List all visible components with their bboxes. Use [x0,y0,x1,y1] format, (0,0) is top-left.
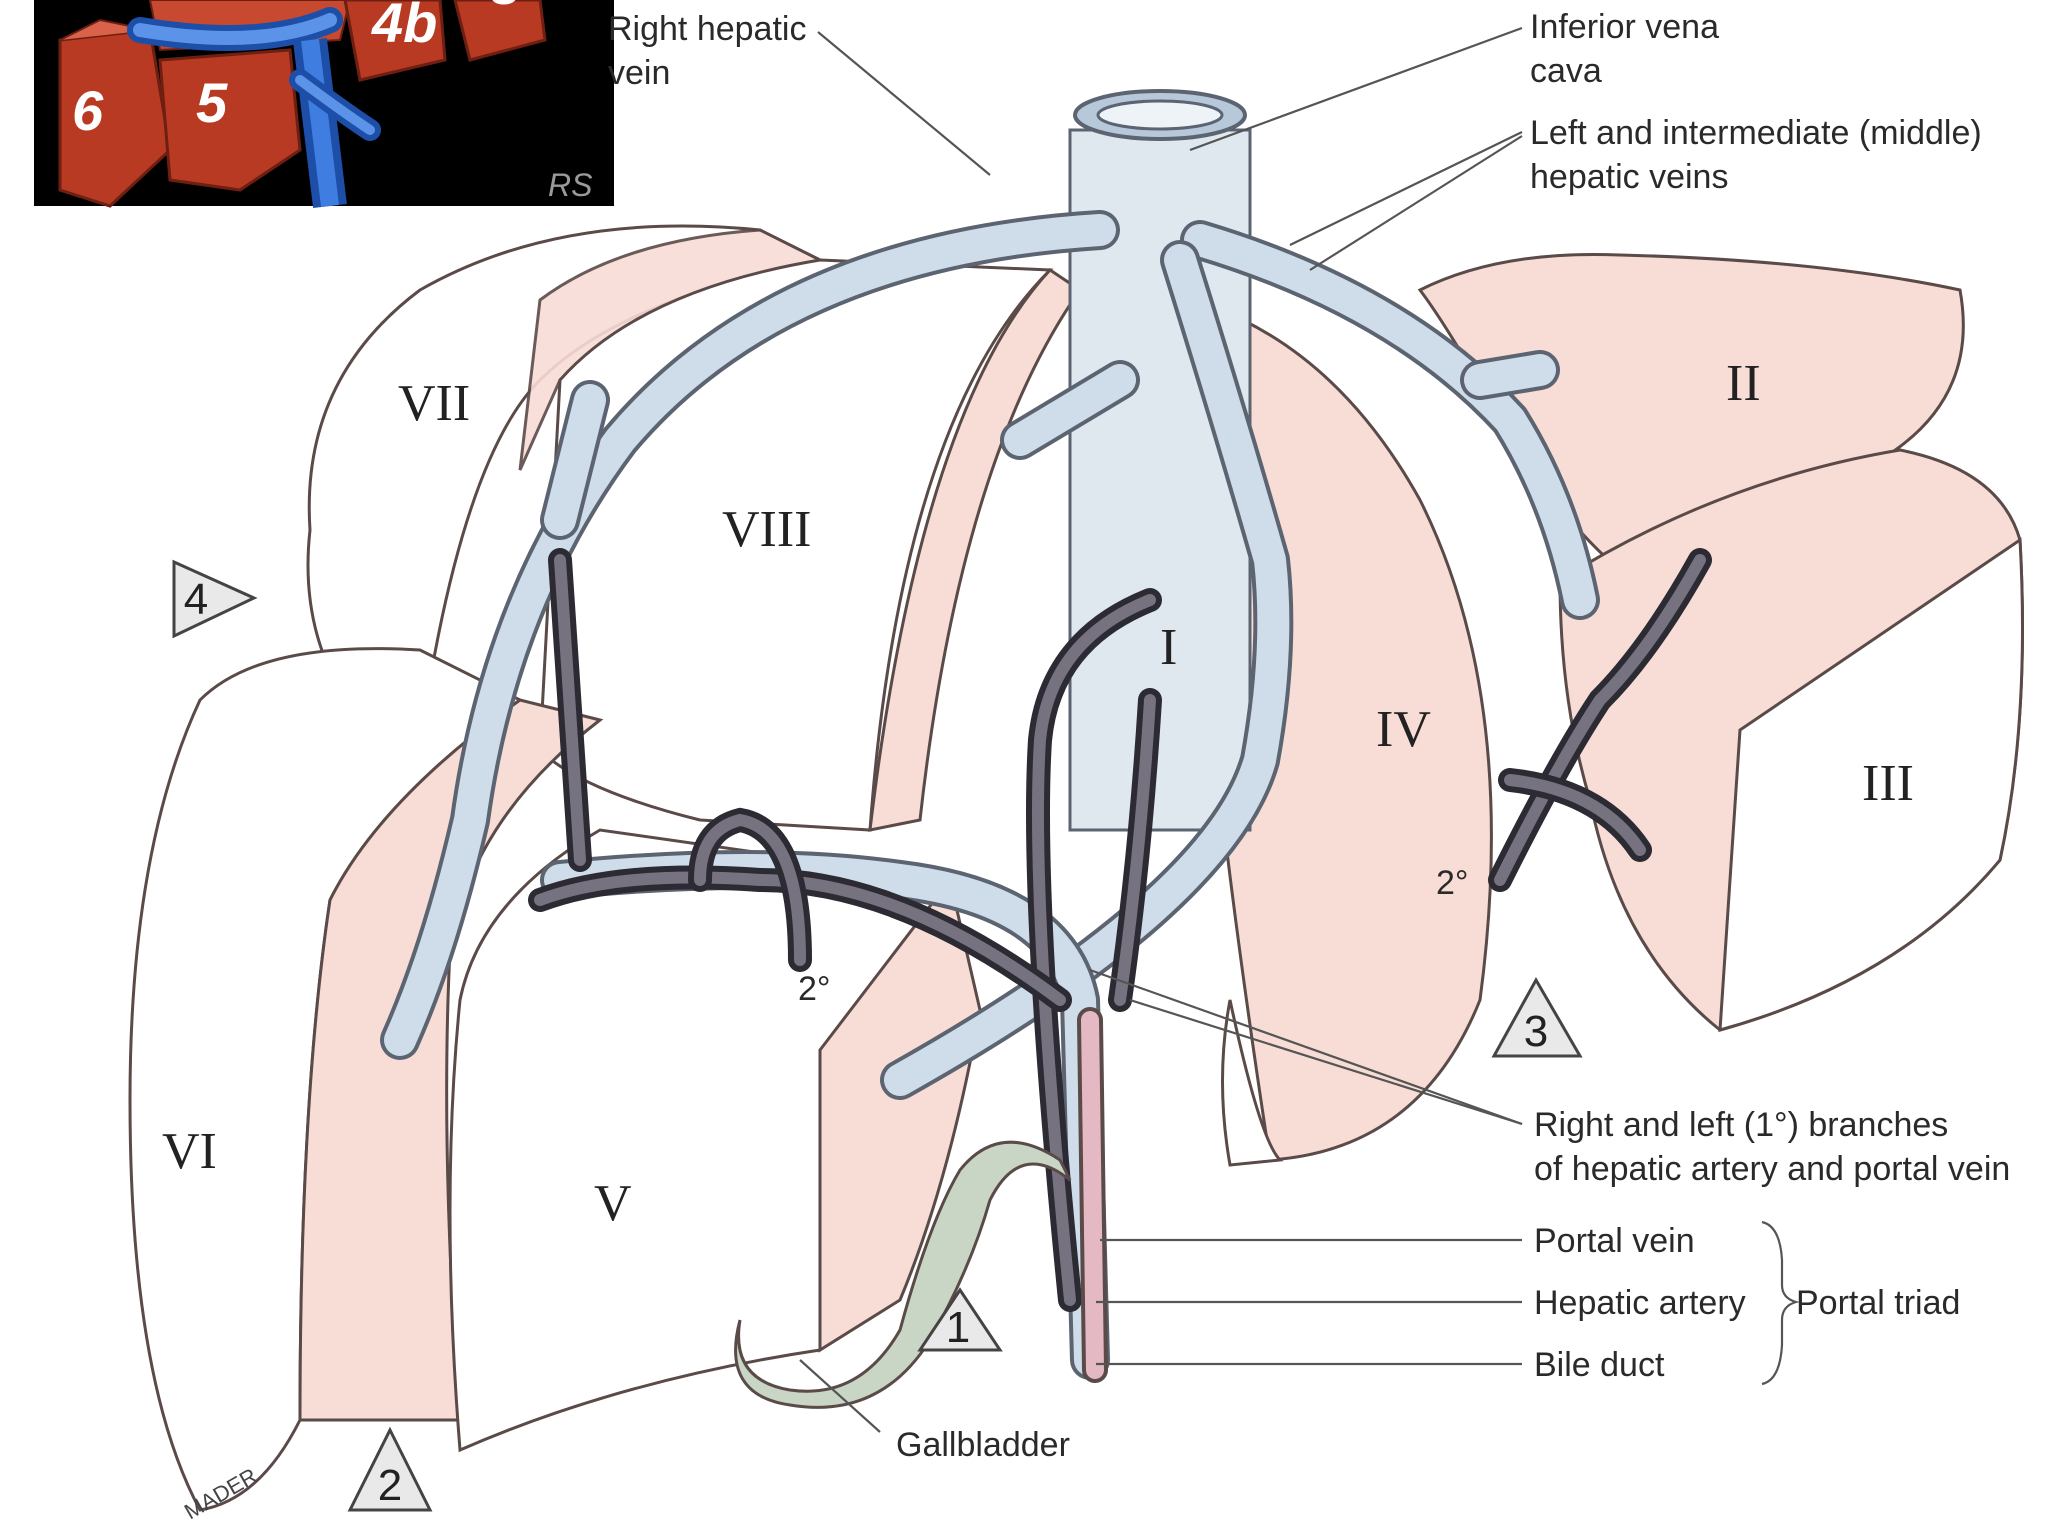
label-gallbladder: Gallbladder [896,1426,1070,1464]
view-marker-3: 3 [1491,976,1583,1058]
svg-text:4: 4 [184,575,208,624]
segment-label-ii: II [1726,355,1761,412]
secondary-branch-left: 2° [798,970,831,1008]
label-bile-duct: Bile duct [1534,1346,1665,1384]
gallbladder-shape [734,1140,1072,1409]
svg-text:3: 3 [1524,1007,1548,1056]
segment-label-iv: IV [1376,701,1431,758]
portal-triad-branches [528,548,1712,1409]
inset-segment-6: 6 [72,79,104,142]
label-portal-triad: Portal triad [1796,1284,1960,1322]
segment-label-i: I [1160,619,1177,676]
svg-text:2: 2 [378,1461,402,1510]
label-left-middle-hepatic-veins: Left and intermediate (middle) hepatic v… [1530,114,1991,196]
view-marker-4: 4 [172,559,258,639]
segment-label-vi: VI [162,1123,217,1180]
segment-label-vii: VII [398,375,470,432]
inset-liver-segments-thumbnail: 6 5 4b 3 RS [34,0,614,209]
annotation-labels: Right hepatic vein Inferior vena cava Le… [608,8,2010,1464]
inset-signature: RS [548,167,592,203]
label-portal-vein: Portal vein [1534,1222,1695,1260]
secondary-branch-right: 2° [1436,864,1469,902]
view-marker-1: 1 [917,1287,1003,1352]
segment-label-viii: VIII [722,501,812,558]
label-right-hepatic-vein: Right hepatic vein [608,10,816,92]
view-marker-2: 2 [347,1426,433,1512]
label-inferior-vena-cava: Inferior vena cava [1530,8,1728,90]
segment-label-v: V [594,1175,632,1232]
svg-text:1: 1 [946,1303,970,1352]
leader-lines [799,26,1800,1433]
inset-segment-5: 5 [196,71,228,134]
inset-segment-3: 3 [490,0,521,16]
inset-segment-4b: 4b [371,0,437,54]
label-right-left-branches: Right and left (1°) branches of hepatic … [1534,1106,2010,1188]
label-hepatic-artery: Hepatic artery [1534,1284,1746,1322]
segment-labels: VII VIII II I IV III VI V [162,355,1914,1232]
segment-label-iii: III [1862,755,1914,812]
